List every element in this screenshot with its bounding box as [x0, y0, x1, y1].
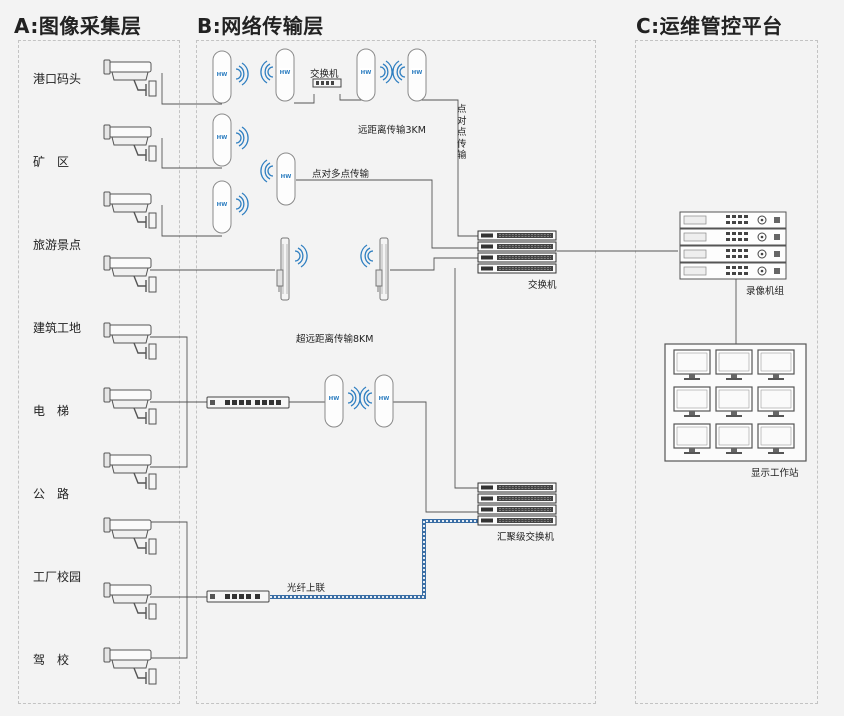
aggregation-switch-label: 汇聚级交换机 [497, 532, 555, 543]
camera-icon-scenic-2 [103, 255, 157, 293]
section-title-platform: C:运维管控平台 [636, 14, 783, 38]
site-label-construction: 建筑工地 [33, 321, 82, 335]
link-8km-label: 超远距离传输8KM [296, 334, 374, 345]
camera-icon-highway [103, 452, 157, 490]
camera-icon-factory [103, 517, 157, 555]
wifi-icon [235, 62, 249, 86]
bridge-icon-3 [356, 48, 376, 102]
switch-main-label: 交换机 [528, 280, 557, 291]
camera-icon-mine [103, 124, 157, 162]
section-title-collection: A:图像采集层 [14, 14, 142, 38]
aggregation-switch-icon [477, 482, 557, 526]
switch-top-icon [312, 78, 342, 88]
nvr-group-icon [679, 211, 787, 280]
wifi-icon [235, 126, 249, 150]
camera-icon-scenic [103, 191, 157, 229]
main-switch-icon [477, 230, 557, 274]
display-station-icon [664, 343, 807, 462]
site-label-highway: 公 路 [33, 487, 70, 501]
camera-icon-elevator [103, 387, 157, 425]
camera-icon-construction [103, 322, 157, 360]
bridge-icon-8 [324, 374, 344, 428]
camera-icon-driving-school [103, 647, 157, 685]
site-label-mine: 矿 区 [33, 155, 70, 169]
wifi-icon [360, 244, 374, 268]
display-station-label: 显示工作站 [751, 468, 799, 479]
nvr-group-label: 录像机组 [746, 286, 785, 297]
p2p-vertical-label: 点对点传输 [457, 104, 467, 161]
platform-zone [635, 40, 818, 704]
site-label-factory: 工厂校园 [33, 570, 82, 584]
wifi-icon [379, 60, 393, 84]
wifi-icon [260, 159, 274, 183]
switch-top-label: 交换机 [310, 69, 339, 80]
poe-switch-icon-2 [206, 590, 270, 603]
camera-icon-factory-2 [103, 582, 157, 620]
transmission-zone [196, 40, 596, 704]
site-label-elevator: 电 梯 [33, 404, 70, 418]
wifi-icon [260, 60, 274, 84]
camera-icon-port [103, 59, 157, 97]
collection-zone [18, 40, 180, 704]
site-label-port: 港口码头 [33, 72, 82, 86]
site-label-scenic: 旅游景点 [33, 238, 82, 252]
p2mp-label: 点对多点传输 [312, 169, 370, 180]
bridge-icon-2 [275, 48, 295, 102]
fiber-uplink-label: 光纤上联 [287, 583, 326, 594]
bridge-icon-9 [374, 374, 394, 428]
bridge-icon-4 [407, 48, 427, 102]
antenna-icon-1 [276, 237, 290, 301]
bridge-icon-1 [212, 50, 232, 104]
wifi-icon [235, 192, 249, 216]
fiber-uplink-line [270, 519, 478, 599]
wifi-icon [347, 386, 361, 410]
wifi-icon [359, 386, 373, 410]
wifi-icon [294, 244, 308, 268]
poe-switch-icon-1 [206, 396, 290, 409]
link-3km-label: 远距离传输3KM [358, 125, 426, 136]
bridge-icon-7 [212, 180, 232, 234]
site-label-driving-school: 驾 校 [33, 653, 70, 667]
bridge-icon-6 [276, 152, 296, 206]
antenna-icon-2 [375, 237, 389, 301]
section-title-transmission: B:网络传输层 [197, 14, 324, 38]
wiring [150, 73, 737, 659]
wifi-icon [392, 60, 406, 84]
bridge-icon-5 [212, 113, 232, 167]
